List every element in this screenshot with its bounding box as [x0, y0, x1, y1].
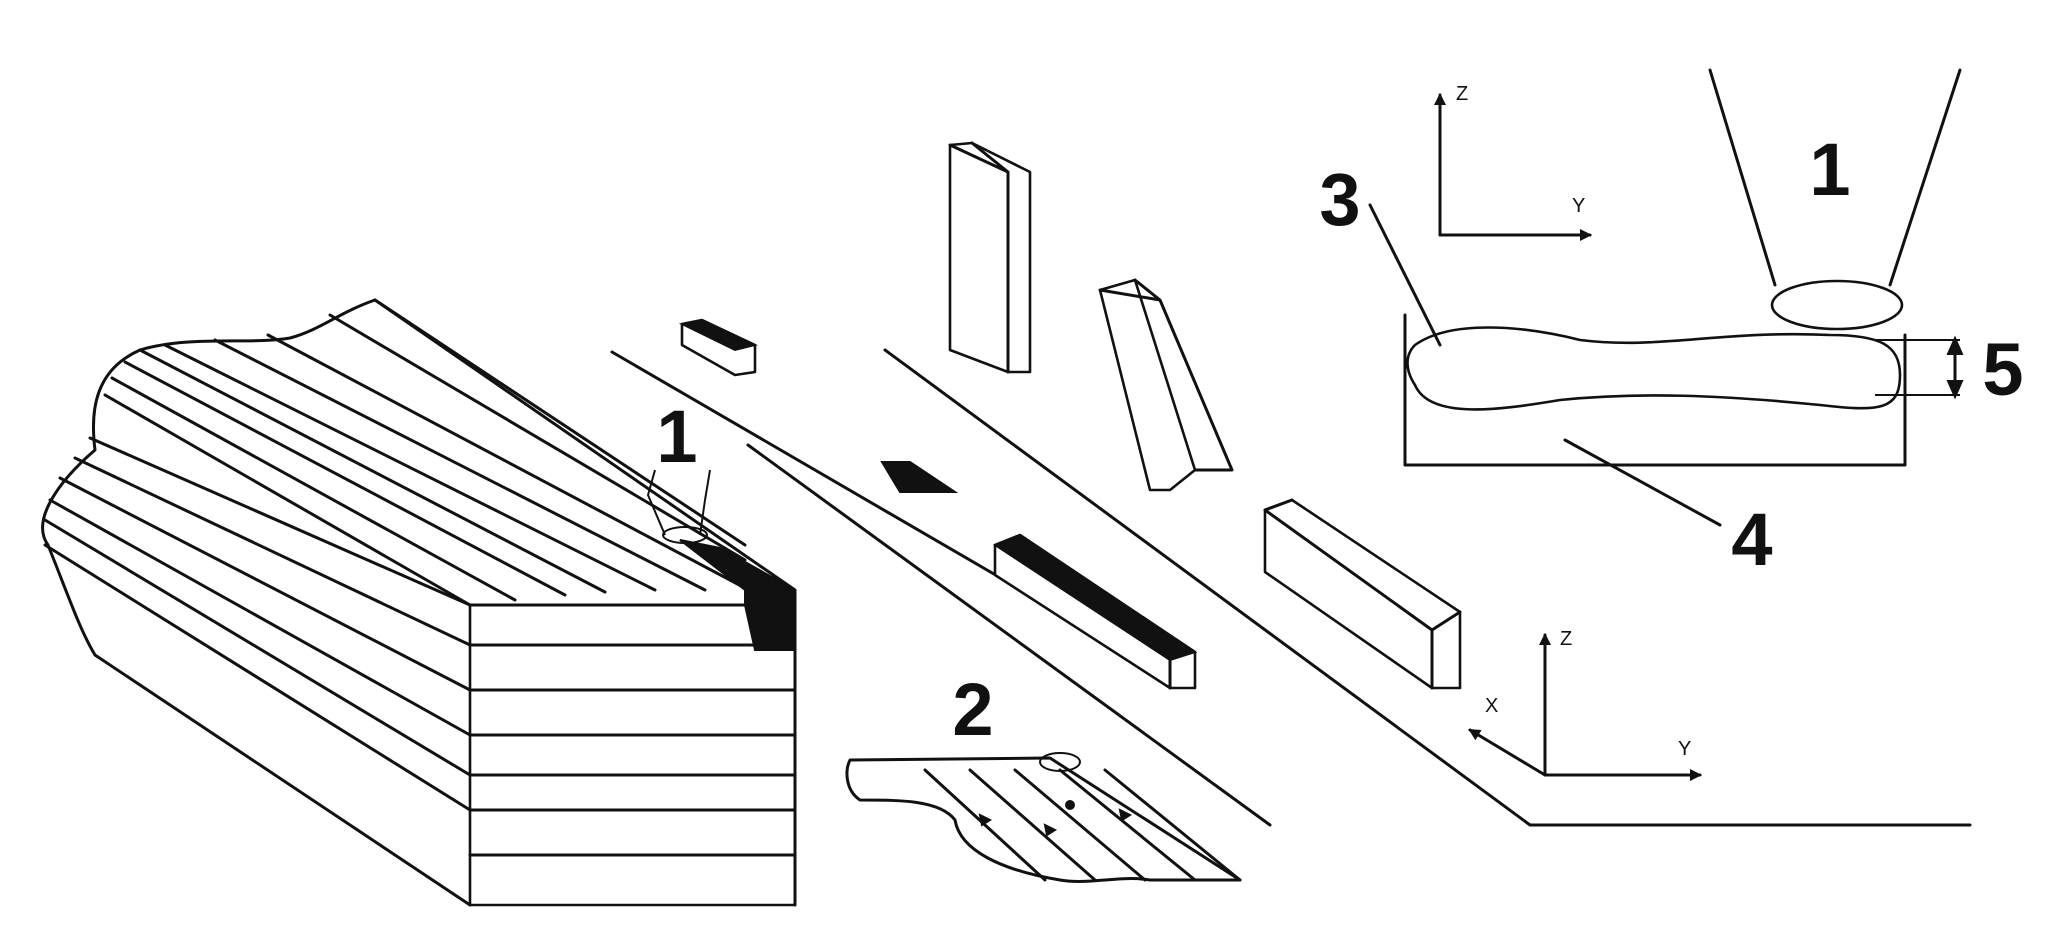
label-1-block: 1 — [656, 395, 697, 478]
right-rail — [883, 141, 1972, 827]
label-2: 2 — [952, 668, 993, 751]
melt-pool-detail — [1368, 68, 1964, 527]
bottom-axis-x-label: X — [1485, 695, 1498, 717]
label-5: 5 — [1982, 328, 2023, 411]
detail-axis-y-label: Y — [1572, 195, 1585, 217]
layered-block — [41, 298, 797, 907]
bottom-axes — [1468, 633, 1702, 781]
label-1-detail: 1 — [1809, 128, 1850, 211]
label-4: 4 — [1731, 498, 1772, 581]
layer-slice — [845, 752, 1242, 883]
detail-axis-z-label: Z — [1456, 83, 1468, 105]
bottom-axis-z-label: Z — [1560, 628, 1572, 650]
bottom-axis-y-label: Y — [1678, 738, 1691, 760]
middle-strip — [610, 318, 1272, 827]
label-3: 3 — [1319, 158, 1360, 241]
